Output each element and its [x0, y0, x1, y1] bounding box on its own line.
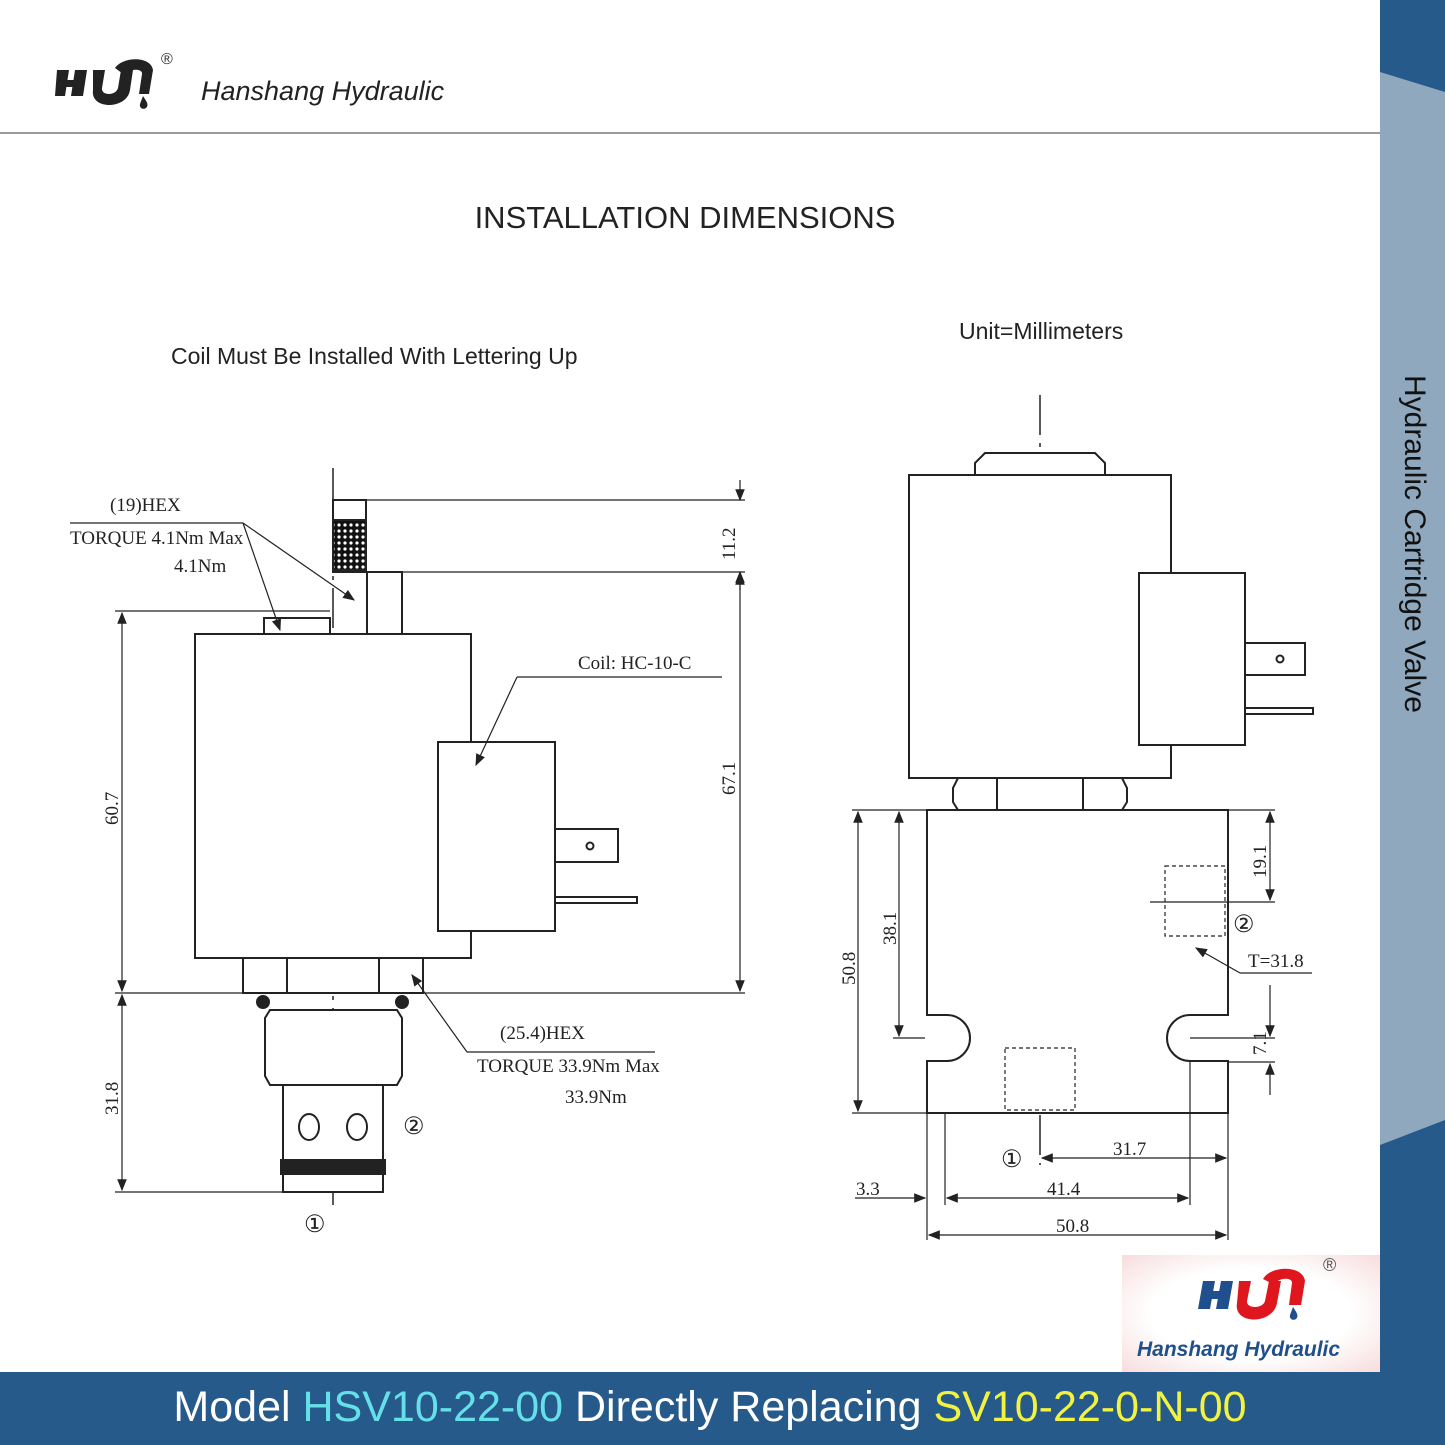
- dim-50-8-horizontal: 50.8: [1056, 1216, 1089, 1237]
- dim-67-1: 67.1: [719, 762, 740, 795]
- manual-override-knob: [332, 519, 367, 571]
- registered-mark: ®: [161, 52, 173, 68]
- dim-31-8: 31.8: [102, 1082, 123, 1115]
- dim-41-4: 41.4: [1047, 1179, 1081, 1200]
- installation-drawing: (19)HEX TORQUE 4.1Nm Max 4.1Nm Coil: HC-…: [70, 395, 1314, 1240]
- page-title: INSTALLATION DIMENSIONS: [474, 200, 896, 235]
- left-view: [70, 468, 745, 1205]
- port-2-label: ②: [403, 1114, 425, 1140]
- replaced-model-number: SV10-22-0-N-00: [933, 1383, 1247, 1431]
- dim-50-8-vertical: 50.8: [839, 952, 860, 985]
- unit-note: Unit=Millimeters: [959, 318, 1124, 344]
- dim-60-7: 60.7: [102, 792, 123, 825]
- torque-bottom-value: 33.9Nm: [565, 1087, 627, 1108]
- coil-nut: [263, 617, 331, 635]
- model-label: Model: [173, 1383, 303, 1431]
- right-view: [852, 395, 1314, 1240]
- port-1-label-right: ①: [1001, 1147, 1023, 1173]
- replacing-label: Directly Replacing: [563, 1383, 934, 1431]
- coil-label: Coil: HC-10-C: [578, 653, 691, 674]
- header-divider: [0, 132, 1380, 134]
- torque-top-value: 4.1Nm: [174, 556, 226, 577]
- model-banner: [0, 1372, 1445, 1445]
- port-1-label: ①: [304, 1212, 326, 1238]
- dim-11-2: 11.2: [719, 527, 740, 560]
- brand-name: Hanshang Hydraulic: [201, 76, 445, 106]
- model-banner-text: Model HSV10-22-00 Directly Replacing SV1…: [0, 1383, 1420, 1432]
- model-number: HSV10-22-00: [302, 1383, 564, 1431]
- hanshang-logo: ®: [55, 52, 173, 109]
- dim-31-7: 31.7: [1113, 1139, 1146, 1160]
- connector: [437, 741, 556, 932]
- sidebar-decoration: [1380, 0, 1445, 1445]
- sidebar-title: Hydraulic Cartridge Valve: [1398, 375, 1431, 713]
- dim-t-31-8: T=31.8: [1248, 951, 1304, 972]
- dim-7-1: 7.1: [1250, 1031, 1271, 1055]
- cartridge: [282, 1084, 384, 1193]
- hex-top-label: (19)HEX: [110, 495, 181, 516]
- dim-19-1: 19.1: [1250, 845, 1271, 878]
- coil-body: [194, 633, 472, 959]
- registered-mark-badge: ®: [1323, 1255, 1336, 1275]
- brand-badge-logo: ®: [1198, 1255, 1336, 1320]
- port-2-label-right: ②: [1233, 912, 1255, 938]
- brand-badge-name: Hanshang Hydraulic: [1137, 1338, 1341, 1361]
- hex-bottom-label: (25.4)HEX: [500, 1023, 585, 1044]
- dim-3-3: 3.3: [856, 1179, 880, 1200]
- valve-hex: [242, 957, 424, 994]
- coil-install-note: Coil Must Be Installed With Lettering Up: [171, 343, 578, 369]
- torque-bottom-label: TORQUE 33.9Nm Max: [477, 1056, 660, 1077]
- torque-top-label: TORQUE 4.1Nm Max: [70, 528, 244, 549]
- dim-38-1: 38.1: [880, 912, 901, 945]
